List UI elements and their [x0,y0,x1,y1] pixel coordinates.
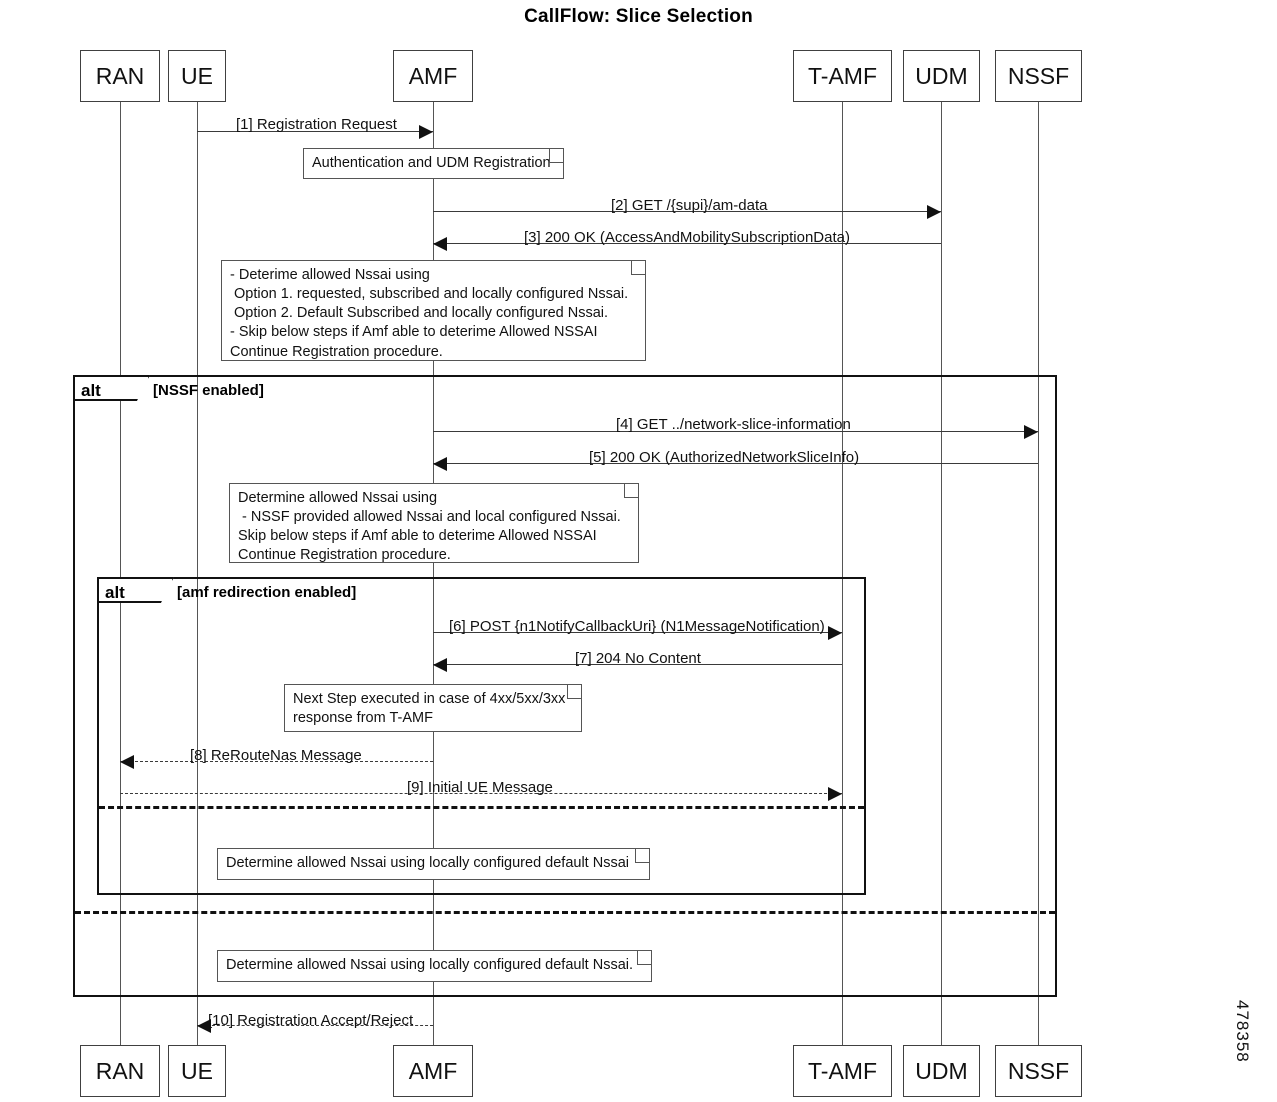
message-6-label: [6] POST {n1NotifyCallbackUri} (N1Messag… [449,618,825,635]
message-10-arrowhead [197,1019,211,1033]
note-fold-icon [635,849,649,863]
determine-nssai-option-note: - Deterime allowed Nssai using Option 1.… [221,260,646,361]
outer-alt-separator [75,911,1055,914]
default-nssai-note-inner-text: Determine allowed Nssai using locally co… [226,855,629,871]
note-fold-icon [631,261,645,275]
participant-t-amf-bottom[interactable]: T-AMF [793,1045,892,1097]
message-5-arrowhead [433,457,447,471]
participant-ue-bottom[interactable]: UE [168,1045,226,1097]
message-9-line [120,793,842,794]
lifeline-ran [120,102,121,1045]
message-7-arrowhead [433,658,447,672]
participant-udm-top[interactable]: UDM [903,50,980,102]
message-3-line [433,243,941,244]
message-4-line [433,431,1038,432]
message-10-label: [10] Registration Accept/Reject [208,1012,414,1029]
participant-label: UE [181,62,213,89]
participant-t-amf-top[interactable]: T-AMF [793,50,892,102]
default-nssai-note-outer-text: Determine allowed Nssai using locally co… [226,957,634,973]
participant-label: AMF [408,1057,458,1084]
message-9-label: [9] Initial UE Message [407,779,553,796]
outer-alt-keyword: alt [81,381,101,400]
participant-label: NSSF [1007,62,1070,89]
participant-label: RAN [95,1057,145,1084]
inner-alt-separator [99,806,864,809]
message-3-arrowhead [433,237,447,251]
determine-nssai-nssf-note-text: Determine allowed Nssai using - NSSF pro… [238,490,621,564]
lifeline-nssf [1038,102,1039,1045]
inner-alt-frame [97,577,866,895]
participant-udm-bottom[interactable]: UDM [903,1045,980,1097]
note-fold-icon [549,149,563,163]
message-2-label: [2] GET /{supi}/am-data [611,197,768,214]
participant-label: UDM [915,1057,968,1084]
message-1-arrowhead [419,125,433,139]
message-4-label: [4] GET ../network-slice-information [616,416,851,433]
message-5-label: [5] 200 OK (AuthorizedNetworkSliceInfo) [589,449,860,466]
lifeline-udm [941,102,942,1045]
participant-label: AMF [408,62,458,89]
participant-ran-top[interactable]: RAN [80,50,160,102]
outer-alt-tab [73,375,137,401]
message-6-arrowhead [828,626,842,640]
lifeline-t-amf [842,102,843,1045]
participant-ue-top[interactable]: UE [168,50,226,102]
message-10-line [197,1025,433,1026]
next-step-response-note-text: Next Step executed in case of 4xx/5xx/3x… [293,691,566,727]
message-8-line [120,761,433,762]
inner-alt-condition: [amf redirection enabled] [177,584,357,601]
inner-alt-tab [97,577,161,603]
message-8-label: [8] ReRouteNas Message [190,747,362,764]
determine-nssai-nssf-note: Determine allowed Nssai using - NSSF pro… [229,483,639,563]
note-fold-icon [624,484,638,498]
participant-amf-top[interactable]: AMF [393,50,473,102]
participant-amf-bottom[interactable]: AMF [393,1045,473,1097]
participant-label: NSSF [1007,1057,1070,1084]
figure-id: 478358 [1233,1000,1252,1063]
next-step-response-note: Next Step executed in case of 4xx/5xx/3x… [284,684,582,732]
participant-label: T-AMF [808,62,877,89]
participant-ran-bottom[interactable]: RAN [80,1045,160,1097]
message-7-label: [7] 204 No Content [575,650,701,667]
message-3-label: [3] 200 OK (AccessAndMobilitySubscriptio… [524,229,850,246]
determine-nssai-option-note-text: - Deterime allowed Nssai using Option 1.… [230,267,629,360]
participant-label: T-AMF [808,1057,877,1084]
outer-alt-frame [73,375,1057,997]
participant-nssf-top[interactable]: NSSF [995,50,1082,102]
authentication-note-text: Authentication and UDM Registration [312,155,551,171]
participant-label: RAN [95,62,145,89]
outer-alt-condition: [NSSF enabled] [153,382,264,399]
participant-label: UDM [915,62,968,89]
participant-nssf-bottom[interactable]: NSSF [995,1045,1082,1097]
message-2-line [433,211,941,212]
message-1-label: [1] Registration Request [236,116,397,133]
message-9-arrowhead [828,787,842,801]
message-2-arrowhead [927,205,941,219]
lifeline-ue [197,102,198,1045]
message-7-line [433,664,842,665]
note-fold-icon [637,951,651,965]
inner-alt-keyword: alt [105,583,125,602]
message-8-arrowhead [120,755,134,769]
participant-label: UE [181,1057,213,1084]
message-1-line [197,131,433,132]
page-title: CallFlow: Slice Selection [524,6,753,27]
default-nssai-note-inner: Determine allowed Nssai using locally co… [217,848,650,880]
authentication-note: Authentication and UDM Registration [303,148,564,179]
message-4-arrowhead [1024,425,1038,439]
message-6-line [433,632,842,633]
message-5-line [433,463,1038,464]
default-nssai-note-outer: Determine allowed Nssai using locally co… [217,950,652,982]
lifeline-amf [433,102,434,1045]
note-fold-icon [567,685,581,699]
